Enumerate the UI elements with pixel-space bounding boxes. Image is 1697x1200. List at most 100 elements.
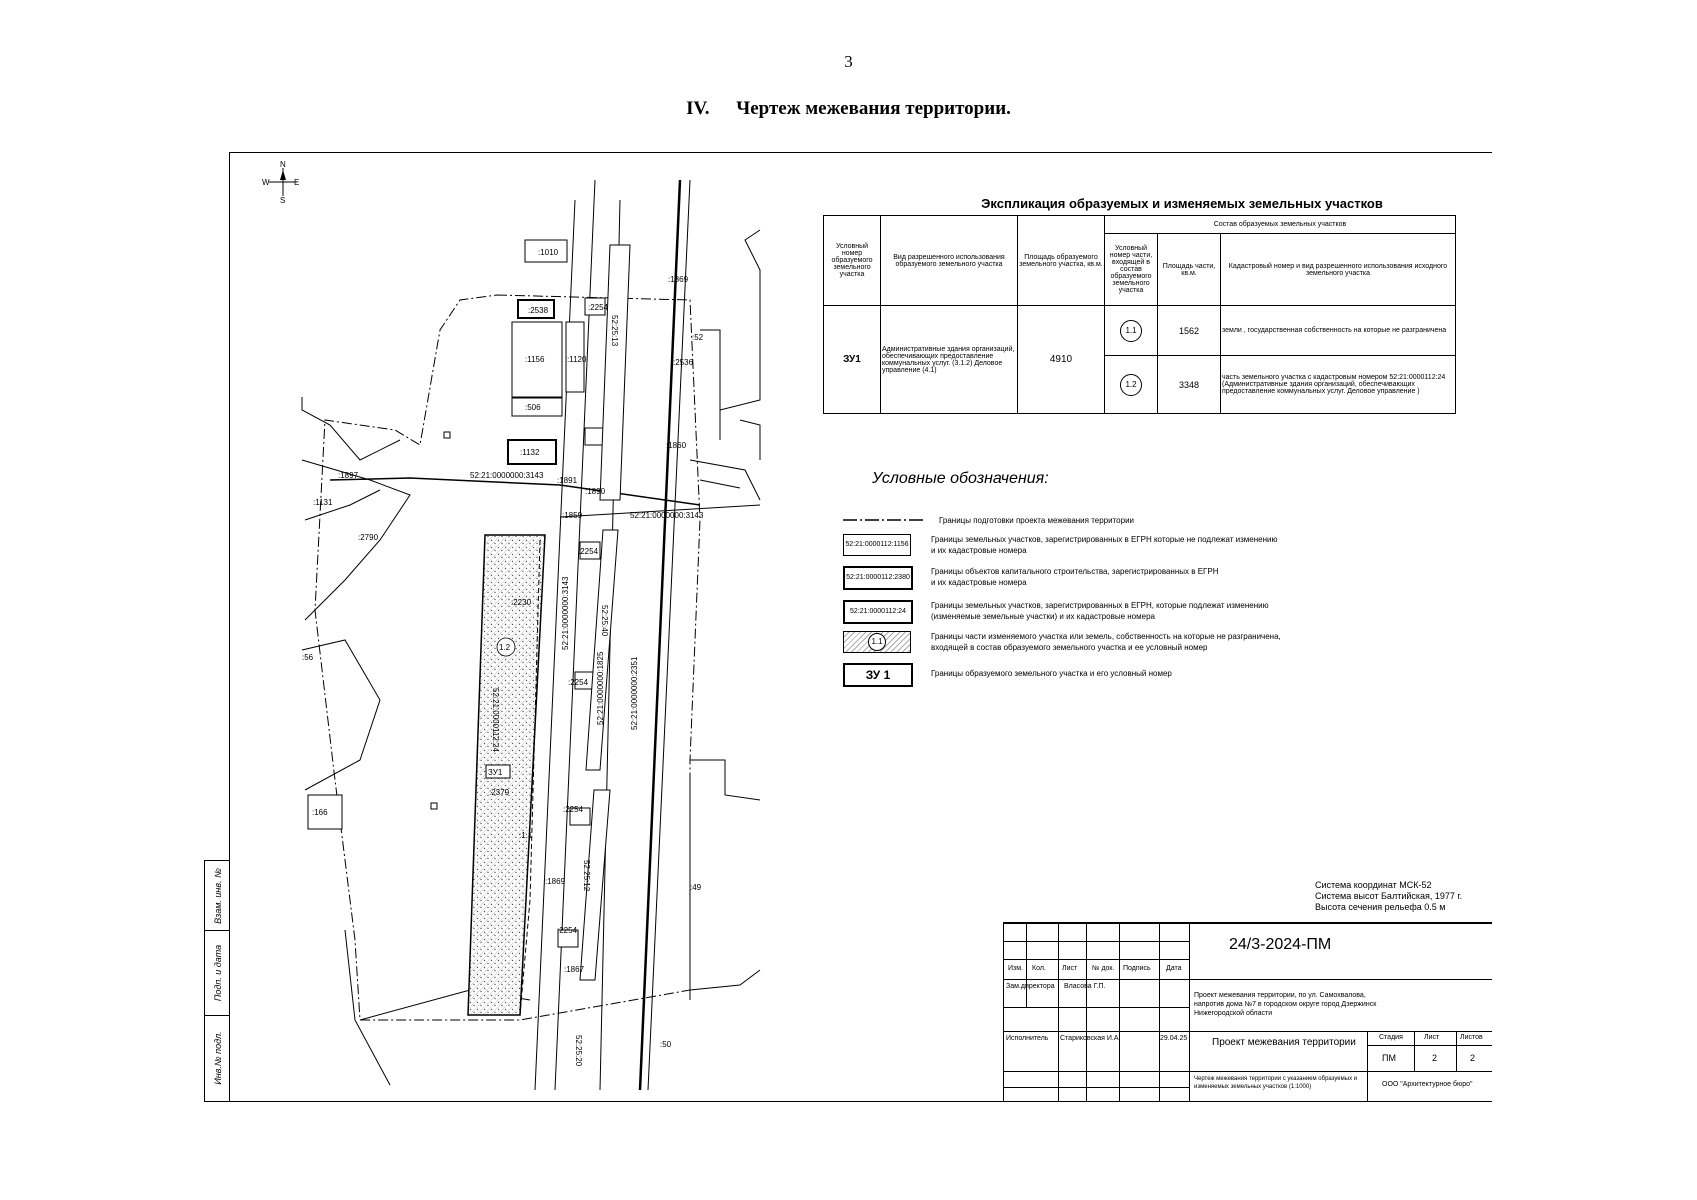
map-label: 52:21:0000112:24 [491,688,500,752]
stamp-org: ООО "Архитектурное бюро" [1382,1081,1473,1088]
coordinate-note: Система координат МСК-52 Система высот Б… [1315,880,1462,913]
col-use-header: Вид разрешенного использования образуемо… [880,215,1018,306]
stamp-doc-name: Проект межевания территории [1212,1037,1356,1048]
legend-symbol: 52:21:0000112:1156 [843,534,911,556]
drawing-frame [229,152,1492,1102]
part-circle: 1.1 [1120,319,1142,342]
buildings [307,239,631,981]
row-use: Административные здания организаций, обе… [880,305,1018,414]
stamp-stage: ПМ [1382,1053,1396,1063]
map-label: :1.1 [519,831,533,840]
map-label: :1131 [313,498,333,507]
coord-system: Система координат МСК-52 [1315,880,1432,890]
part-circle: 1.1 [868,633,886,651]
boundary-3143-b [559,504,761,518]
map-label: :1132 [520,448,540,457]
stamp-project-desc: Проект межевания территории, по ул. Само… [1194,992,1377,1017]
explication-table: Условный номер образуемого земельного уч… [823,215,1456,414]
map-labels: :1010 :2538 :1156 :1120 :506 :1132 :2254… [302,248,704,1067]
stamp-sheets-h: Листов [1460,1034,1483,1041]
parcel-divider [519,539,541,1016]
stamp-role2: Исполнитель [1006,1035,1049,1042]
row-zu-number: ЗУ1 [823,305,881,414]
title-block: 24/3-2024-ПМ Изм. Кол. Лист № док. Подпи… [1003,922,1492,1101]
map-label: 52:21:0000000:1825 [596,651,605,725]
stamp-sheet-h: Лист [1424,1034,1440,1041]
col-part-header: Условный номер части, входящей в состав … [1104,233,1158,306]
legend-title: Условные обозначения: [872,470,1049,487]
zu1-box [485,764,511,779]
map-label: :1867 [564,965,585,974]
legend-text: Границы части изменяемого участка или зе… [931,632,1281,652]
map-label: :1859 [562,511,583,520]
map-label: :49 [690,883,702,892]
dash-dot-line-icon [843,519,923,521]
map-label: :2230 [511,598,532,607]
map-label: :2254 [588,303,609,312]
stamp-date: Дата [1166,965,1182,972]
height-system: Система высот Балтийская, 1977 г. [1315,891,1463,901]
map-label: :1890 [585,487,606,496]
map-label: :1869 [545,877,566,886]
map-label: 1.2 [499,643,511,652]
map-label: :166 [312,808,328,817]
compass-e: E [294,178,299,187]
stamp-podp: Подпись [1123,965,1151,972]
map-label: :1869 [668,275,689,284]
col-area-header: Площадь образуемого земельного участка, … [1017,215,1105,306]
group-header: Состав образуемых земельных участков [1104,215,1456,234]
map-label: :1156 [525,355,545,364]
map-label: :2538 [528,306,549,315]
col-number-header: Условный номер образуемого земельного уч… [823,215,881,306]
map-label: :1891 [557,476,578,485]
stamp-role1: Зам.директора [1006,983,1055,990]
map-label: 52:21:0000000:3143 [630,511,704,520]
map-label: 52:25:20 [574,1035,583,1067]
side-cell-podp: Подп. и дата [205,931,230,1016]
part-1-2-area: 3348 [1157,355,1221,414]
part-1-2-cell: 1.2 [1104,355,1158,414]
map-label: :506 [525,403,541,412]
part-1-1-cell: 1.1 [1104,305,1158,356]
legend-text: Границы земельных участков, зарегистриро… [931,535,1278,555]
map-label: :2379 [489,788,510,797]
legend-symbol: ЗУ 1 [843,663,913,687]
map-label: :1897 [338,471,359,480]
map-label: :1010 [538,248,559,257]
section-heading: IV. Чертеж межевания территории. [0,98,1697,120]
stamp-sheet: 2 [1432,1053,1438,1063]
map-label: 52:25:13 [610,315,619,347]
side-strip: Взам. инв. № Подп. и дата Инв.№ подл. [204,860,230,1102]
stamp-date2: 29.04.25 [1160,1035,1188,1042]
project-boundary-line [314,294,701,1021]
map-label: :1120 [567,355,587,364]
col-cad-header: Кадастровый номер и вид разрешенного исп… [1220,233,1456,306]
stamp-stage-h: Стадия [1379,1034,1403,1041]
marker-1 [443,431,451,439]
stamp-kol: Кол. [1032,965,1046,972]
explication-title: Экспликация образуемых и изменяемых земе… [981,196,1383,211]
map-label: :2254 [578,547,599,556]
stamp-person1: Власова Г.П. [1064,983,1106,990]
map-label: 52:25:12 [582,860,591,892]
map-label: 52:25:40 [600,605,609,637]
section-number: IV. [686,98,710,119]
col-part-area-header: Площадь части, кв.м. [1157,233,1221,306]
map-label: :1860 [666,441,687,450]
stamp-ndoc: № док. [1092,965,1115,972]
map-label: 52:21:0000000:3143 [470,471,544,480]
legend-symbol: 1.1 [843,631,911,653]
stamp-sheets: 2 [1470,1053,1476,1063]
boundary-3143 [329,477,701,506]
legend-text: Границы образуемого земельного участка и… [931,669,1172,678]
legend-symbol: 52:21:0000112:2380 [843,566,913,590]
map-label: :2790 [358,533,379,542]
map-label: :2536 [673,358,694,367]
map-label: :2254 [557,926,578,935]
map-label: :56 [302,653,314,662]
page-number: 3 [844,52,853,71]
marker-2 [430,802,438,810]
part-circle: 1.2 [1120,373,1142,396]
part-1-1-area: 1562 [1157,305,1221,356]
